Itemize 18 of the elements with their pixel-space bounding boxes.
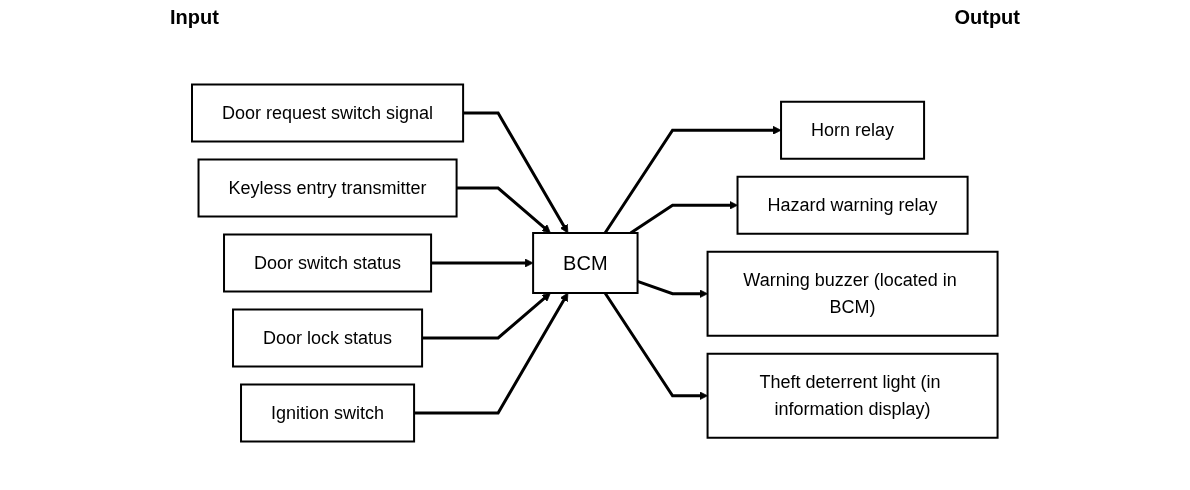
node-box: Ignition switch: [240, 383, 416, 443]
node-box: Theft deterrent light (in information display): [706, 352, 999, 439]
node-box: Warning buzzer (located in BCM): [706, 250, 999, 337]
node-box: Door switch status: [223, 233, 433, 293]
node-box: Door lock status: [232, 308, 424, 368]
node-box: Keyless entry transmitter: [197, 158, 458, 218]
arrow: [422, 292, 552, 340]
arrow: [456, 186, 552, 234]
node-box: Horn relay: [780, 100, 926, 160]
node-box: BCM: [532, 232, 639, 294]
node-box: Door request switch signal: [191, 83, 465, 143]
arrow: [604, 125, 782, 234]
arrow: [431, 258, 534, 268]
column-heading: Output: [954, 6, 1020, 29]
column-heading: Input: [170, 6, 219, 29]
arrow: [414, 292, 569, 415]
node-box: Hazard warning relay: [736, 175, 969, 235]
arrow: [463, 111, 569, 234]
